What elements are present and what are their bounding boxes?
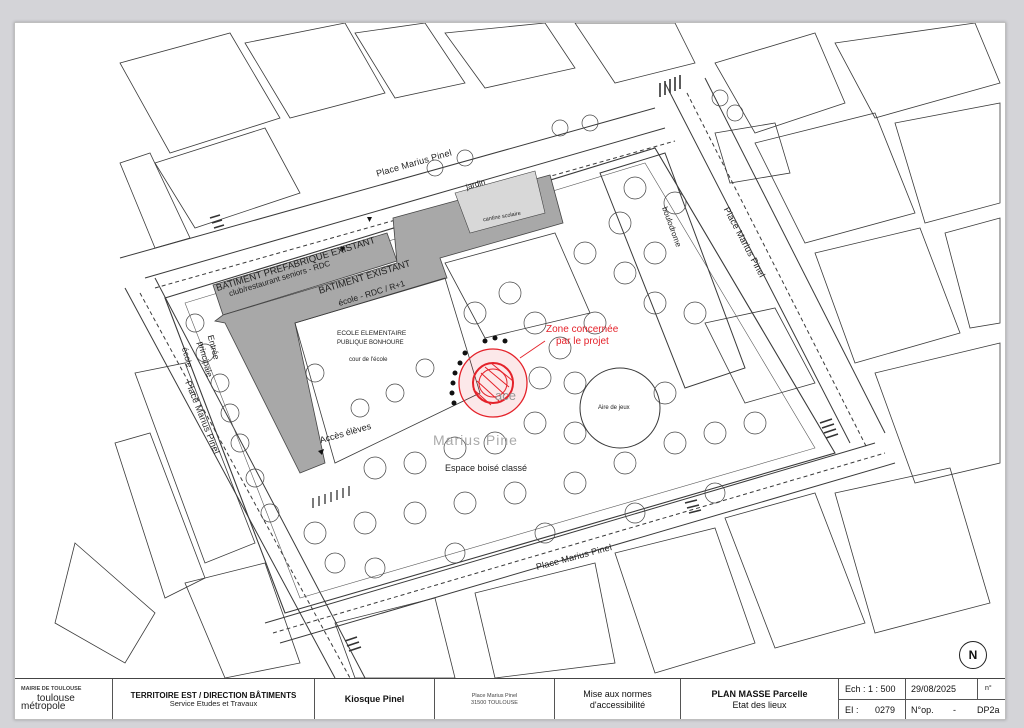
address-line1: Place Marius Pinel bbox=[471, 693, 518, 700]
crosswalk bbox=[819, 418, 839, 439]
courtyard-label: cour de l'école bbox=[349, 357, 388, 363]
reference-row-top: Ech : 1 : 500 29/08/2025 n° bbox=[839, 679, 1005, 700]
parcel-outline bbox=[244, 23, 386, 119]
place-name-part1: ace bbox=[495, 388, 516, 403]
document-code: DP2a bbox=[977, 705, 1000, 715]
parcel-outline bbox=[834, 23, 1001, 119]
department-line2: Service Etudes et Travaux bbox=[169, 698, 258, 708]
parcel-outline bbox=[354, 23, 466, 99]
purpose-line2: d'accessibilité bbox=[589, 699, 646, 710]
plan-title-cell: PLAN MASSE Parcelle Etat des lieux bbox=[681, 679, 839, 719]
reference-cell: Ech : 1 : 500 29/08/2025 n° EI : 0279 N°… bbox=[839, 679, 1005, 719]
project-zone-label-line1: Zone concernée bbox=[546, 324, 619, 335]
posts bbox=[318, 217, 508, 455]
ei-value: 0279 bbox=[875, 705, 896, 715]
parcel-outline bbox=[119, 32, 281, 154]
date-text: 29/08/2025 bbox=[911, 684, 957, 694]
access-hatch bbox=[312, 486, 350, 508]
logo-cell: MAIRIE DE TOULOUSE toulouse métropole bbox=[15, 679, 113, 719]
parcel-outline bbox=[114, 432, 206, 599]
scale-text: Ech : 1 : 500 bbox=[845, 684, 896, 694]
playground-circle bbox=[579, 367, 661, 449]
title-block: MAIRIE DE TOULOUSE toulouse métropole TE… bbox=[15, 678, 1005, 719]
parcel-outline bbox=[724, 492, 866, 649]
north-arrow-letter: N bbox=[968, 648, 978, 662]
number-sign: n° bbox=[985, 685, 992, 692]
plan-title-line1: PLAN MASSE Parcelle bbox=[711, 689, 808, 700]
crosswalk bbox=[659, 75, 681, 97]
plan-title-line2: Etat des lieux bbox=[732, 699, 787, 710]
op-number-sep: - bbox=[953, 705, 956, 715]
parcel-outline bbox=[119, 152, 191, 249]
address-cell: Place Marius Pinel 31500 TOULOUSE bbox=[435, 679, 555, 719]
logo-top-text: MAIRIE DE TOULOUSE bbox=[21, 686, 82, 693]
logo-main-text: toulouse bbox=[37, 692, 75, 704]
parcel-outline bbox=[894, 102, 1001, 224]
plan-sheet: Place Marius Pinel Place Marius Pinel Pl… bbox=[14, 22, 1006, 720]
op-number-label: N°op. bbox=[911, 705, 934, 715]
project-cell: Kiosque Pinel bbox=[315, 679, 435, 719]
crosswalk bbox=[684, 499, 702, 514]
parcel-outline bbox=[704, 307, 816, 404]
school-name-line2: PUBLIQUE BONHOURE bbox=[337, 340, 404, 346]
parcel-outline bbox=[474, 562, 616, 678]
parcel-outline bbox=[614, 527, 756, 674]
ei-label: EI : bbox=[845, 705, 859, 715]
annex-shape bbox=[454, 170, 546, 234]
project-zone-kiosk bbox=[458, 340, 546, 418]
purpose-cell: Mise aux normes d'accessibilité bbox=[555, 679, 681, 719]
parcel-outline bbox=[944, 217, 1001, 329]
project-name: Kiosque Pinel bbox=[344, 694, 405, 705]
boulodrome-outline bbox=[599, 152, 746, 389]
parcel-outline bbox=[714, 32, 846, 134]
trees bbox=[185, 89, 767, 579]
courtyard-outline bbox=[294, 277, 481, 464]
parcel-outline bbox=[334, 597, 456, 678]
logo-sub-text: métropole bbox=[21, 701, 66, 713]
crosswalk bbox=[344, 636, 362, 652]
existing-building-shape bbox=[214, 174, 564, 474]
parcel-outline bbox=[574, 23, 696, 84]
site-plan-drawing bbox=[54, 23, 1001, 678]
reference-row-bottom: EI : 0279 N°op. - DP2a bbox=[839, 699, 1005, 719]
parcel-outline bbox=[444, 23, 576, 89]
parcel-outline bbox=[834, 467, 991, 634]
parcel-outline bbox=[184, 562, 301, 678]
parcel-outline bbox=[154, 127, 301, 229]
project-zone-label-line2: par le projet bbox=[556, 336, 609, 347]
parcel-outline bbox=[874, 342, 1001, 484]
north-arrow: N bbox=[959, 641, 987, 669]
address-line2: 31500 TOULOUSE bbox=[471, 699, 518, 706]
parcel-outline bbox=[134, 362, 256, 564]
playground-label: Aire de jeux bbox=[598, 405, 630, 411]
parcel-outline bbox=[814, 227, 961, 364]
department-cell: TERRITOIRE EST / DIRECTION BÂTIMENTS Ser… bbox=[113, 679, 315, 719]
parcel-outline bbox=[714, 122, 791, 184]
department-line1: TERRITOIRE EST / DIRECTION BÂTIMENTS bbox=[130, 690, 297, 700]
place-name-part2: Marius Pine bbox=[433, 432, 518, 448]
purpose-line1: Mise aux normes bbox=[583, 689, 652, 700]
parcel-outline bbox=[54, 542, 156, 664]
school-name-line1: ECOLE ELEMENTAIRE bbox=[337, 330, 407, 337]
crosswalk bbox=[209, 214, 225, 229]
wood-area-label: Espace boisé classé bbox=[445, 463, 528, 473]
parcel-outline bbox=[754, 112, 916, 244]
